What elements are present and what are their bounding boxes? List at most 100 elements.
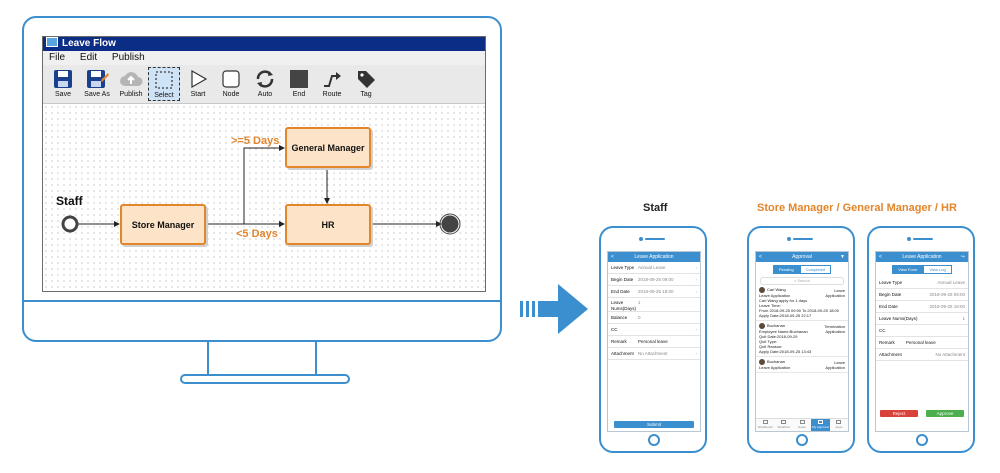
field-label: Remark [611,339,627,344]
chevron-right-icon: › [695,277,698,282]
play-icon [191,69,208,89]
back-icon[interactable]: < [611,254,614,260]
field-leave-days[interactable]: Leave Nums(Days)1 [608,298,700,312]
route-button[interactable]: Route [316,67,348,101]
menu-file[interactable]: File [49,52,66,63]
field-value: 2018-09-25 09:00 [638,277,674,282]
field-value: Annual Leave [937,280,965,285]
back-icon[interactable]: < [759,254,762,260]
item-line: Quit Date:2018-09-29 [759,334,798,339]
back-icon[interactable]: < [879,254,882,260]
search-input[interactable]: ⌕ Search [760,277,844,285]
phone1-title: Leave Application [634,254,674,260]
end-button[interactable]: End [283,67,315,101]
start-button[interactable]: Start [182,67,214,101]
monitor-neck [207,342,317,376]
auto-label: Auto [257,91,273,98]
submit-button[interactable]: Submit [614,421,694,428]
item-line: Carl Wang apply for 1 days [759,298,808,303]
field-value: No Attachment [638,351,668,356]
list-item[interactable]: Buchanan Termination Application Employe… [756,321,848,357]
field-label: Leave Type [611,265,635,270]
field-label: Attachment [879,352,902,357]
field-label: End Date [611,289,630,294]
item-line: Leave Application [759,293,791,298]
tab-label: Workbench [757,425,773,429]
field-leave-days: Leave Nums(Days)1 [876,313,968,325]
tab-workflow[interactable]: Workflow [774,419,792,431]
field-cc[interactable]: CC› [608,324,700,336]
field-label: CC [611,327,618,332]
item-type: Leave Application [825,360,845,370]
item-line: From 2018-09-25 09:00 To 2018-09-25 18:0… [759,308,839,313]
menubar: File Edit Publish [43,51,485,65]
item-name: Buchanan [767,359,786,365]
menu-edit[interactable]: Edit [79,52,98,63]
edit-icon [799,420,805,424]
list-item[interactable]: Carl Wang Leave Application Leave Applic… [756,285,848,321]
publish-button[interactable]: Publish [115,67,147,101]
tab-my-approval[interactable]: My Approval [811,419,830,431]
item-line: Apply Date:2018-09-25 13:43 [759,349,812,354]
share-icon[interactable]: ↪ [960,254,965,260]
field-value: Personal leave [638,339,668,344]
phone-review: < Leave Application ↪ View Form View Log… [867,226,975,453]
phone3-title: Leave Application [902,254,942,260]
field-label: Leave Nums(Days) [611,300,637,311]
node-button[interactable]: Node [215,67,247,101]
field-value: 2018-09-25 18:00 [638,289,674,294]
node-hr[interactable]: HR [285,204,371,245]
apps-icon [836,420,842,424]
tab-pending[interactable]: Pending [772,265,800,274]
phone-approval: < Approval ▼ Pending Completed ⌕ Search … [747,226,855,453]
tab-notes[interactable]: Notes [793,419,811,431]
tab-view-form[interactable]: View Form [892,265,924,274]
cloud-upload-icon [120,72,143,86]
select-button[interactable]: Select [148,67,180,101]
save-as-button[interactable]: Save As [81,67,113,101]
save-as-icon [87,70,109,88]
approve-button[interactable]: Approve [926,410,964,417]
phone3-header: < Leave Application ↪ [876,252,968,262]
tag-label: Tag [360,91,372,98]
auto-button[interactable]: Auto [249,67,281,101]
tag-button[interactable]: Tag [350,67,382,101]
save-button[interactable]: Save [47,67,79,101]
tab-completed[interactable]: Completed [799,265,832,274]
tab-workbench[interactable]: Workbench [756,419,774,431]
phone1-header: < Leave Application [608,252,700,262]
home-button [916,434,928,446]
end-label: End [292,91,306,98]
field-remark[interactable]: Remark Personal leave [608,336,700,348]
window-titlebar: Leave Flow [43,37,485,51]
tab-label: Notes [798,425,806,429]
item-line: Quit Type: [759,339,778,344]
condition-long: >=5 Days [231,135,280,147]
tab-apps[interactable]: Apps [830,419,848,431]
filter-icon[interactable]: ▼ [840,254,845,260]
field-label: Balance [611,315,628,320]
list-item[interactable]: Buchanan Leave Application Leave Applica… [756,357,848,373]
field-value: 2018-09-25 18:00 [929,304,965,309]
tab-view-log[interactable]: View Log [923,265,952,274]
save-icon [54,70,72,88]
flow-canvas[interactable] [43,104,485,290]
node-store-manager[interactable]: Store Manager [120,204,206,245]
menu-publish[interactable]: Publish [111,52,145,63]
approvers-caption: Store Manager / General Manager / HR [757,202,957,214]
phone-review-screen: < Leave Application ↪ View Form View Log… [875,251,969,432]
node-icon [222,70,240,88]
reject-button[interactable]: Reject [880,410,918,417]
node-general-manager[interactable]: General Manager [285,127,371,168]
field-label: Remark [879,340,895,345]
item-type: Termination Application [824,324,845,334]
